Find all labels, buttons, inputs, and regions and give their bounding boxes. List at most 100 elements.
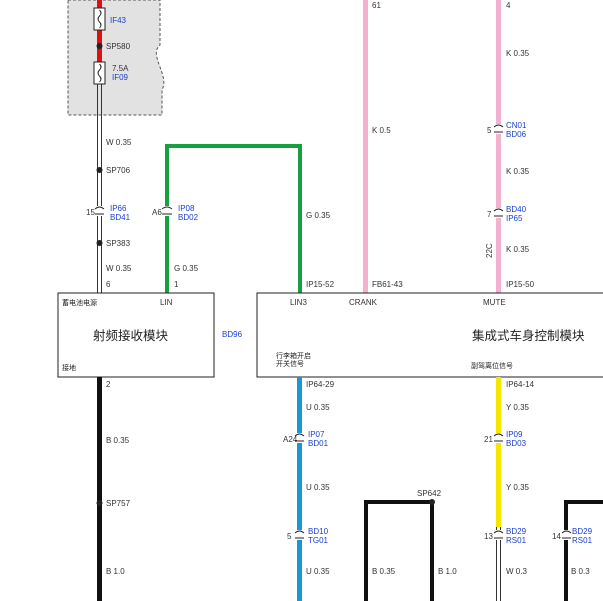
splice-label: SP706 (106, 166, 131, 175)
splice-dot (96, 167, 103, 173)
fuse-icon (93, 7, 106, 31)
bcm-passenger-label: 副驾离位信号 (471, 361, 513, 370)
wire-label: K 0.35 (506, 245, 530, 254)
rf-lin-label: LIN (160, 298, 173, 307)
bcm-connector: FB61-43 (372, 280, 403, 289)
connector-pin: A6 (152, 208, 162, 217)
connector-id: IP09 (506, 430, 523, 439)
pin-number: 61 (372, 1, 381, 10)
fuse-element-icon (97, 63, 102, 83)
connector-id: BD29 (506, 527, 527, 536)
splice-dot (96, 500, 103, 506)
connector-icon (561, 530, 572, 540)
connector-icon (161, 206, 173, 216)
black-ground-wire (97, 377, 102, 601)
connector-icon (493, 124, 504, 134)
black-wire-right (564, 500, 603, 601)
rf-module-code: BD96 (222, 330, 243, 339)
wire-label: G 0.35 (174, 264, 199, 273)
connector-id: BD29 (572, 527, 593, 536)
bcm-crank-label: CRANK (349, 298, 378, 307)
wire-label: Y 0.35 (506, 403, 530, 412)
pink-wire-mute (496, 0, 501, 293)
connector-id: BD06 (506, 130, 527, 139)
bcm-connector: IP15-50 (506, 280, 535, 289)
wire-label: B 0.35 (372, 567, 396, 576)
connector-id: BD10 (308, 527, 329, 536)
splice-label: SP757 (106, 499, 131, 508)
rf-battery-label: 蓄电池电源 (62, 298, 97, 307)
connector-id: CN01 (506, 121, 527, 130)
fuse-icon (93, 61, 106, 85)
connector-pin: 13 (484, 532, 493, 541)
splice-dot (96, 240, 103, 246)
connector-pin: 14 (552, 532, 561, 541)
connector-icon (493, 530, 504, 540)
wire-label: B 1.0 (438, 567, 457, 576)
bcm-lin3-label: LIN3 (290, 298, 307, 307)
connector-id: RS01 (506, 536, 527, 545)
connector-id: BD41 (110, 213, 131, 222)
bcm-trunk-label: 开关信号 (276, 359, 304, 368)
connector-id: IP65 (506, 214, 523, 223)
rf-pin: 1 (174, 280, 179, 289)
bcm-mute-label: MUTE (483, 298, 506, 307)
splice-dot (96, 43, 103, 49)
connector-pin: 5 (287, 532, 292, 541)
wire-label: K 0.5 (372, 126, 391, 135)
connector-pin: A24 (283, 435, 298, 444)
bcm-title: 集成式车身控制模块 (472, 328, 585, 343)
connector-id: BD02 (178, 213, 199, 222)
connector-icon (493, 433, 504, 443)
connector-id: TG01 (308, 536, 329, 545)
pink-wire-crank (363, 0, 368, 293)
connector-id: IP08 (178, 204, 195, 213)
rf-pin: 2 (106, 380, 111, 389)
wire-label: B 0.3 (571, 567, 590, 576)
bcm-connector: IP15-52 (306, 280, 335, 289)
connector-icon (294, 530, 305, 540)
wire-label: W 0.35 (106, 138, 132, 147)
wire-label: W 0.3 (506, 567, 527, 576)
connector-pin: 5 (487, 126, 492, 135)
splice-label: SP580 (106, 42, 131, 51)
splice-label: SP642 (417, 489, 442, 498)
pin-number: 4 (506, 1, 511, 10)
black-wire-loop (364, 500, 434, 601)
connector-id: IP07 (308, 430, 325, 439)
green-wire (165, 144, 302, 293)
connector-icon (94, 206, 105, 216)
fuse-rating-label: 7.5A (112, 64, 129, 73)
rf-module-box (57, 292, 215, 378)
bcm-connector: IP64-14 (506, 380, 535, 389)
wire-label: Y 0.35 (506, 483, 530, 492)
wire-label: G 0.35 (306, 211, 331, 220)
yellow-wire (496, 377, 501, 527)
wire-label: U 0.35 (306, 483, 330, 492)
connector-icon (294, 433, 305, 443)
connector-id: BD03 (506, 439, 527, 448)
wire-label: B 0.35 (106, 436, 130, 445)
bcm-connector: IP64-29 (306, 380, 335, 389)
connector-id: BD40 (506, 205, 527, 214)
splice-label: SP383 (106, 239, 131, 248)
wire-label: B 1.0 (106, 567, 125, 576)
connector-id: BD01 (308, 439, 329, 448)
rf-pin: 6 (106, 280, 111, 289)
fuse-id-label: IF43 (110, 16, 127, 25)
connector-id: RS01 (572, 536, 593, 545)
bcm-trunk-label: 行李箱开启 (276, 351, 311, 360)
wire-label: K 0.35 (506, 167, 530, 176)
connector-id: IP66 (110, 204, 127, 213)
fuse-element-icon (97, 9, 102, 29)
connector-pin: 21 (484, 435, 493, 444)
blue-wire (297, 377, 302, 601)
wire-label: U 0.35 (306, 403, 330, 412)
connector-pin: 22C (485, 243, 494, 258)
red-wire (97, 0, 102, 70)
connector-icon (493, 208, 504, 218)
fuse-box-area (67, 0, 165, 116)
fuse-id-label: IF09 (112, 73, 129, 82)
wire-label: U 0.35 (306, 567, 330, 576)
